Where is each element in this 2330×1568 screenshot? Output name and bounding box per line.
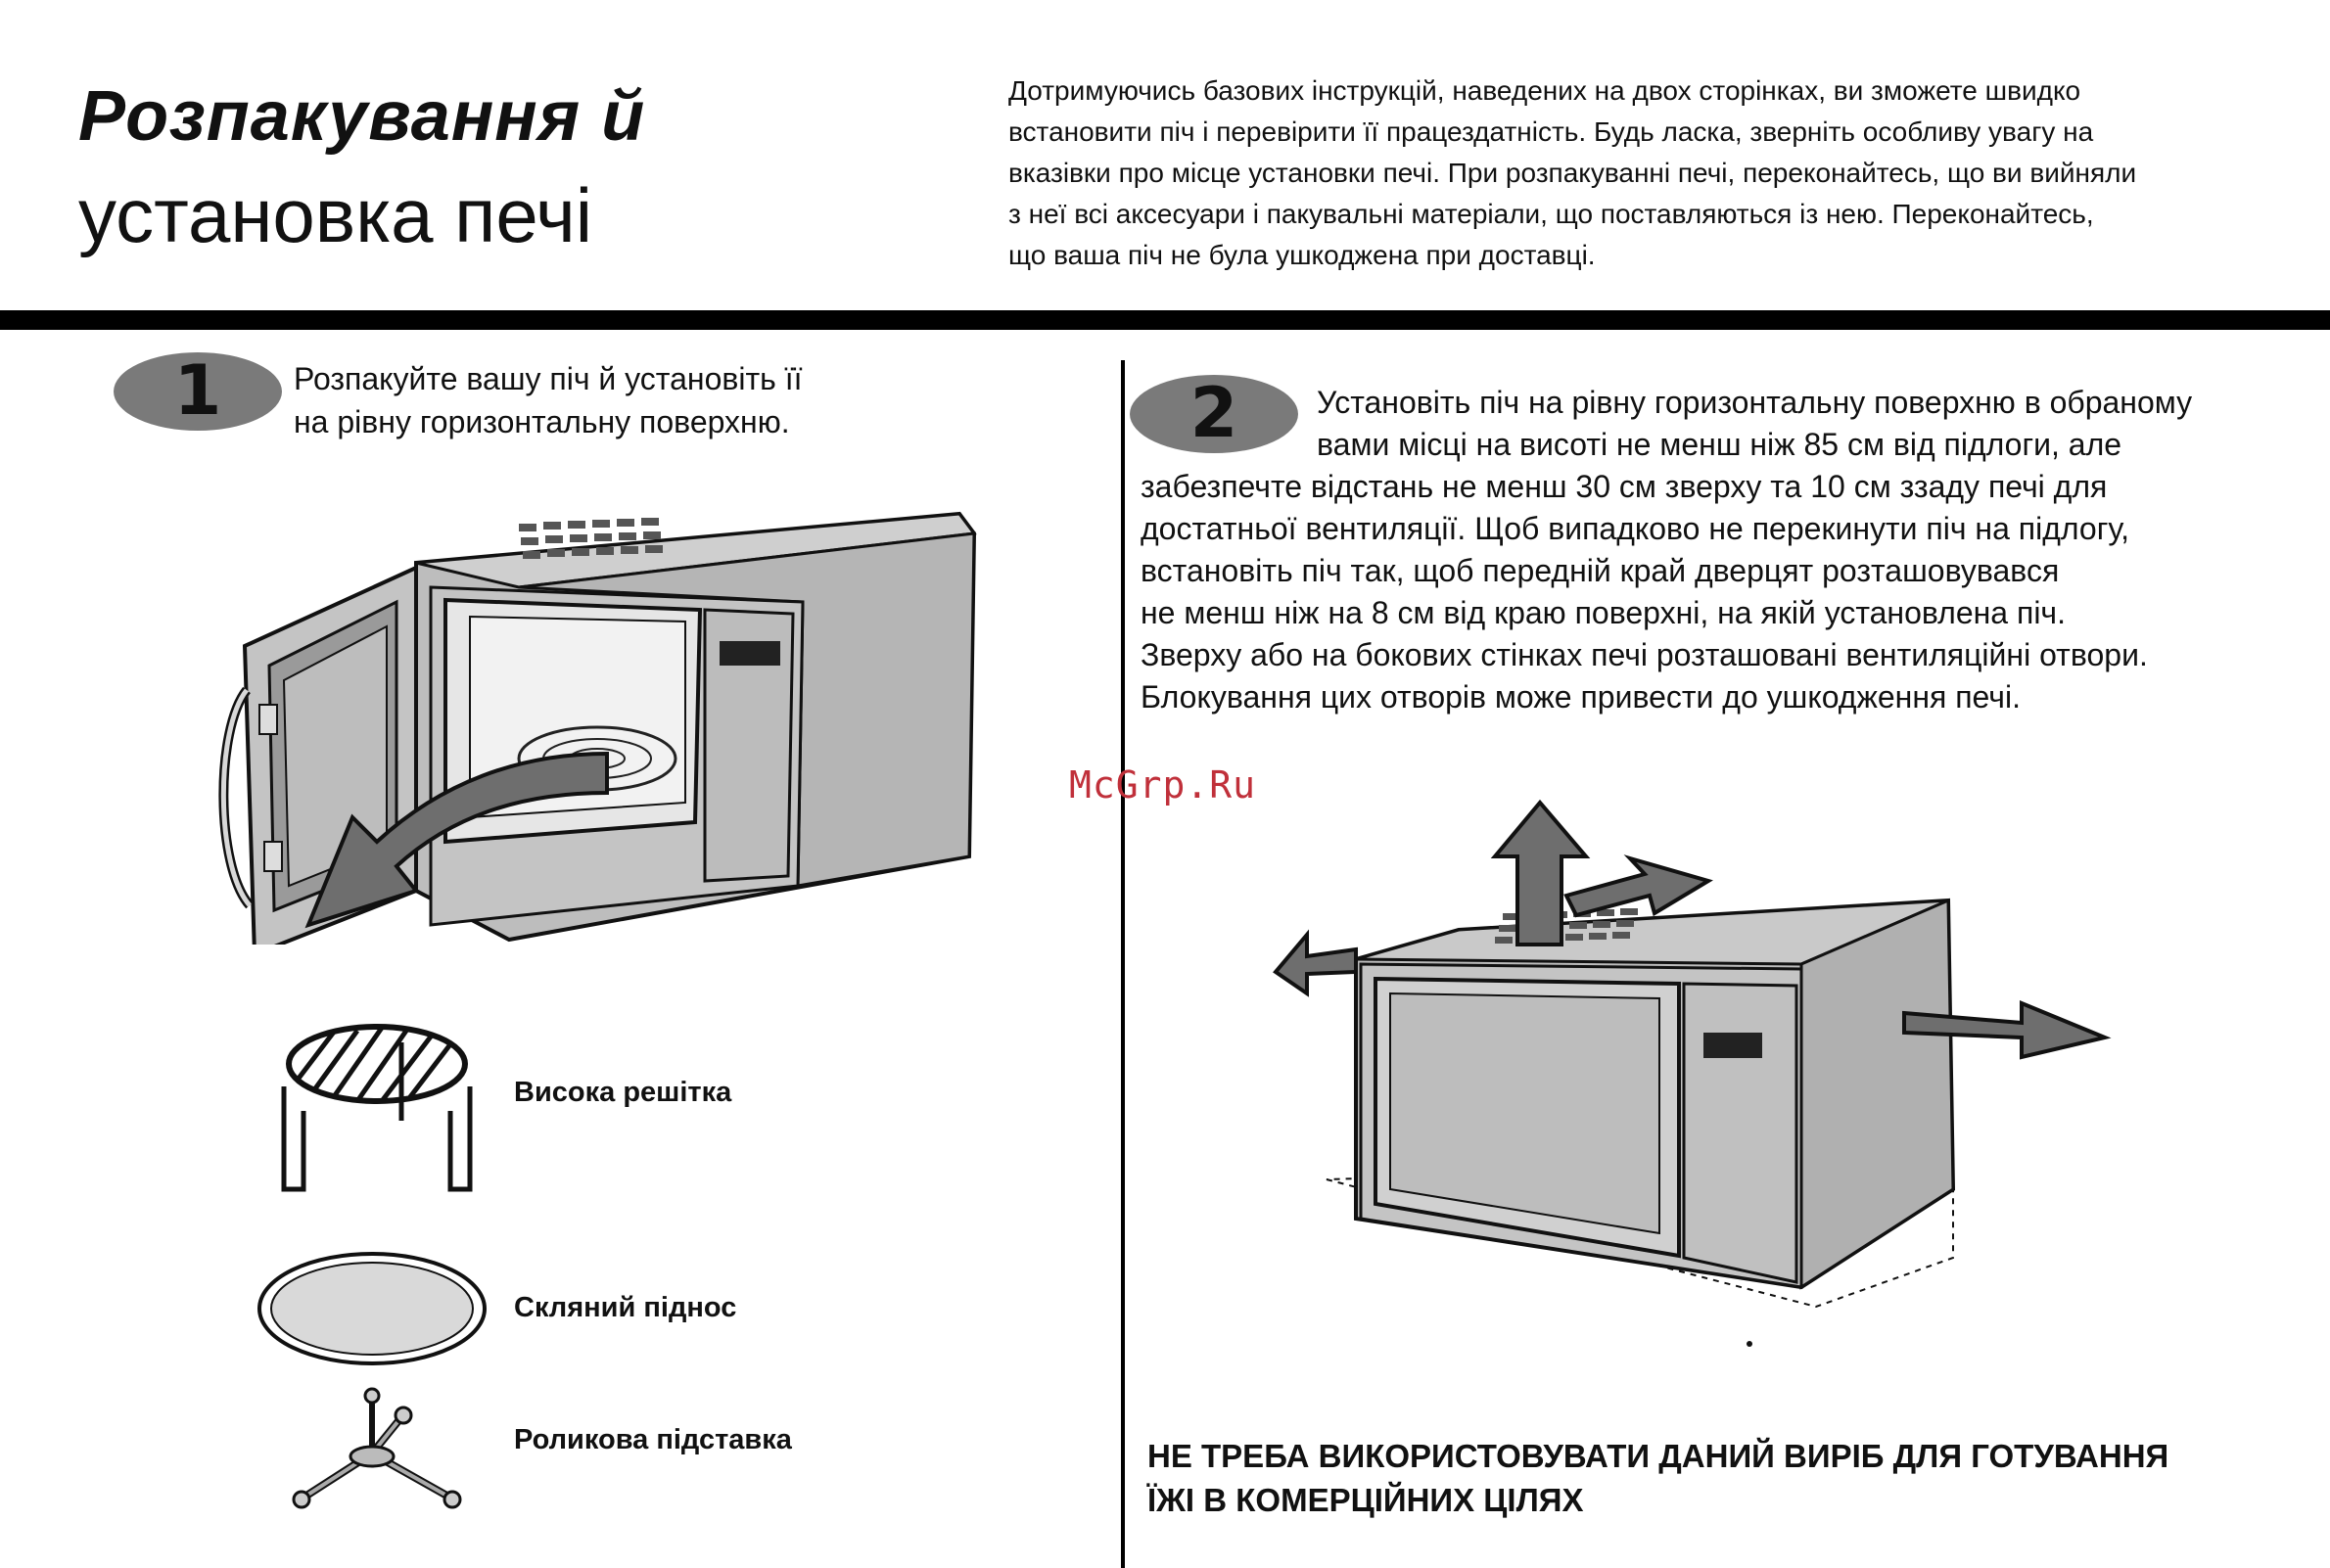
step-1-badge: 1: [114, 350, 282, 431]
step-2-number: 2: [1190, 373, 1238, 453]
intro-line: що ваша піч не була ушкоджена при достав…: [1008, 240, 1596, 270]
roller-ring-icon: [292, 1387, 462, 1509]
step-1-text: Розпакуйте вашу піч й установіть її на р…: [294, 357, 901, 443]
step-2-text: Установіть піч на рівну горизонтальну по…: [1141, 382, 2266, 718]
glass-tray-icon: [257, 1252, 487, 1365]
open-microwave-illustration: [218, 511, 977, 945]
step-2-line: не менш ніж на 8 см від краю поверхні, н…: [1141, 595, 2066, 630]
commercial-use-warning: НЕ ТРЕБА ВИКОРИСТОВУВАТИ ДАНИЙ ВИРІБ ДЛЯ…: [1147, 1434, 2303, 1522]
step-1-line: Розпакуйте вашу піч й установіть її: [294, 361, 803, 396]
intro-line: Дотримуючись базових інструкцій, наведен…: [1008, 75, 2081, 106]
watermark: McGrp.Ru: [1069, 763, 1257, 807]
step-1-number: 1: [174, 350, 222, 431]
step-1-line: на рівну горизонтальну поверхню.: [294, 404, 790, 439]
intro-line: з неї всі аксесуари і пакувальні матеріа…: [1008, 199, 2094, 229]
intro-paragraph: Дотримуючись базових інструкцій, наведен…: [1008, 70, 2310, 276]
microwave-ventilation-illustration: [1273, 799, 2112, 1347]
intro-line: встановити піч і перевірити її працездат…: [1008, 116, 2094, 147]
warning-line: НЕ ТРЕБА ВИКОРИСТОВУВАТИ ДАНИЙ ВИРІБ ДЛЯ…: [1147, 1438, 2169, 1474]
accessory-label-high-rack: Висока решітка: [514, 1077, 732, 1108]
step-2-line: Зверху або на бокових стінках печі розта…: [1141, 637, 2148, 672]
intro-line: вказівки про місце установки печі. При р…: [1008, 158, 2137, 188]
column-divider: [1121, 360, 1125, 1568]
warning-line: ЇЖІ В КОМЕРЦІЙНИХ ЦІЛЯХ: [1147, 1482, 1584, 1518]
accessory-label-glass-tray: Скляний піднос: [514, 1292, 737, 1323]
step-2-line: Блокування цих отворів може привести до …: [1141, 679, 2021, 715]
step-2-badge: 2: [1130, 373, 1298, 453]
step-2-line: достатньої вентиляції. Щоб випадково не …: [1141, 511, 2130, 546]
page-title-line1: Розпакування й: [78, 77, 646, 156]
page-title-line2: установка печі: [78, 172, 593, 258]
header-rule: [0, 310, 2330, 330]
step-2-line: встановіть піч так, щоб передній край дв…: [1141, 553, 2060, 588]
step-2-line: Установіть піч на рівну горизонтальну по…: [1317, 385, 2193, 420]
high-rack-icon: [281, 1024, 473, 1192]
step-2-line: вами місці на висоті не менш ніж 85 см в…: [1317, 427, 2122, 462]
step-2-line: забезпечте відстань не менш 30 см зверху…: [1141, 469, 2108, 504]
accessory-label-roller-ring: Роликова підставка: [514, 1424, 792, 1455]
